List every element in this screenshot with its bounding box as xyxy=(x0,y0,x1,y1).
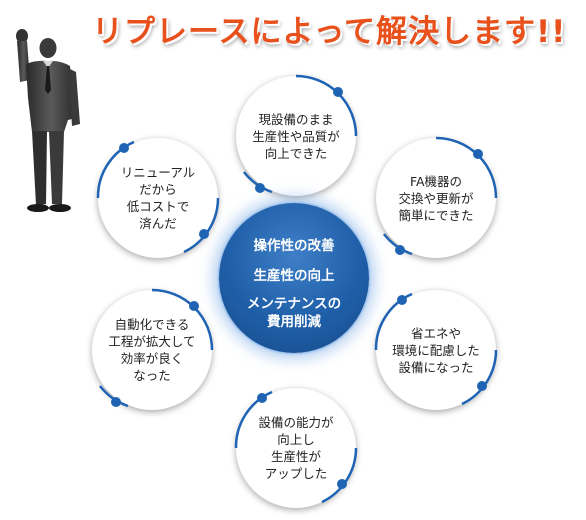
ring-arc-icon xyxy=(383,136,498,256)
ring-arc-icon xyxy=(243,74,358,194)
ring-arc-icon xyxy=(374,292,498,406)
benefit-bubble-capacity: 設備の能力が 向上し 生産性が アップした xyxy=(234,388,358,508)
bubble-text: 現設備のまま 生産性や品質が 向上できた xyxy=(252,111,340,161)
center-line-maintenance: メンテナンスの 費用削減 xyxy=(246,296,342,330)
ring-arc-icon xyxy=(99,288,214,408)
businessman-silhouette-icon xyxy=(16,29,80,212)
benefit-bubble-automation: 自動化できる 工程が拡大して 効率が良く なった xyxy=(92,288,214,410)
bubble-text: リニューアル だから 低コストで 済んだ xyxy=(120,165,196,231)
ring-arc-icon xyxy=(234,390,358,504)
benefit-bubble-fa-devices: FA機器の 交換や更新が 簡単にできた xyxy=(376,136,498,258)
bubble-text: 設備の能力が 向上し 生産性が アップした xyxy=(258,415,334,481)
center-circle: 操作性の改善 生産性の向上 メンテナンスの 費用削減 xyxy=(219,203,369,353)
bubble-text: 省エネや 環境に配慮した 設備になった xyxy=(392,325,480,375)
benefit-bubble-energy: 省エネや 環境に配慮した 設備になった xyxy=(374,290,498,410)
benefit-bubble-low-cost: リニューアル だから 低コストで 済んだ xyxy=(96,138,220,258)
center-line-usability: 操作性の改善 xyxy=(253,238,335,254)
center-line-productivity: 生産性の向上 xyxy=(253,268,335,284)
bubble-text: 自動化できる 工程が拡大して 効率が良く なった xyxy=(108,317,196,383)
page-title: リプレースによって解決します!! xyxy=(92,14,567,50)
ring-arc-icon xyxy=(96,140,220,254)
bubble-text: FA機器の 交換や更新が 簡単にできた xyxy=(398,173,474,223)
benefit-bubble-quality: 現設備のまま 生産性や品質が 向上できた xyxy=(236,74,358,196)
